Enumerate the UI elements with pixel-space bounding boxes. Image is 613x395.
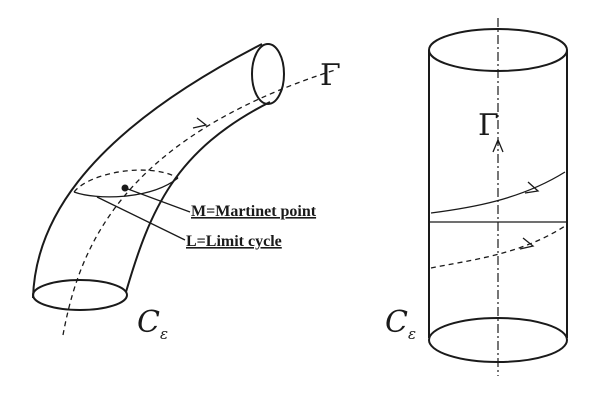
limit-cycle-leader-line <box>96 196 186 241</box>
helix-lower-back <box>430 225 566 269</box>
cylinder-axis-arrow <box>492 138 504 153</box>
cylinder-figure <box>428 18 568 376</box>
curved-tube-top-opening <box>251 43 285 105</box>
limit-cycle-back <box>73 169 179 193</box>
right-c-subscript: ε <box>408 325 416 343</box>
curved-tube-bottom-opening <box>32 279 128 311</box>
right-gamma-label: Γ <box>478 108 499 143</box>
helix-upper-arrow <box>524 181 540 194</box>
right-c-label: C <box>385 305 408 340</box>
curved-tube-axis-arrow <box>192 117 208 129</box>
left-gamma-label: Γ <box>320 58 341 93</box>
left-c-label: C <box>137 305 160 340</box>
helix-upper-front <box>430 171 566 214</box>
left-c-subscript: ε <box>160 325 168 343</box>
right-c-epsilon-label: Cε <box>385 305 416 343</box>
martinet-leader-line <box>124 187 191 213</box>
curved-tube-figure <box>32 43 336 336</box>
martinet-point-label: M=Martinet point <box>191 203 317 220</box>
limit-cycle-front <box>73 177 179 198</box>
curved-tube-inner-wall <box>32 43 263 299</box>
curved-tube-outer-wall <box>125 101 271 293</box>
left-c-epsilon-label: Cε <box>137 305 168 343</box>
curved-tube-axis-gamma <box>62 69 336 336</box>
limit-cycle-label: L=Limit cycle <box>186 233 282 250</box>
helix-lower-arrow <box>519 237 535 250</box>
